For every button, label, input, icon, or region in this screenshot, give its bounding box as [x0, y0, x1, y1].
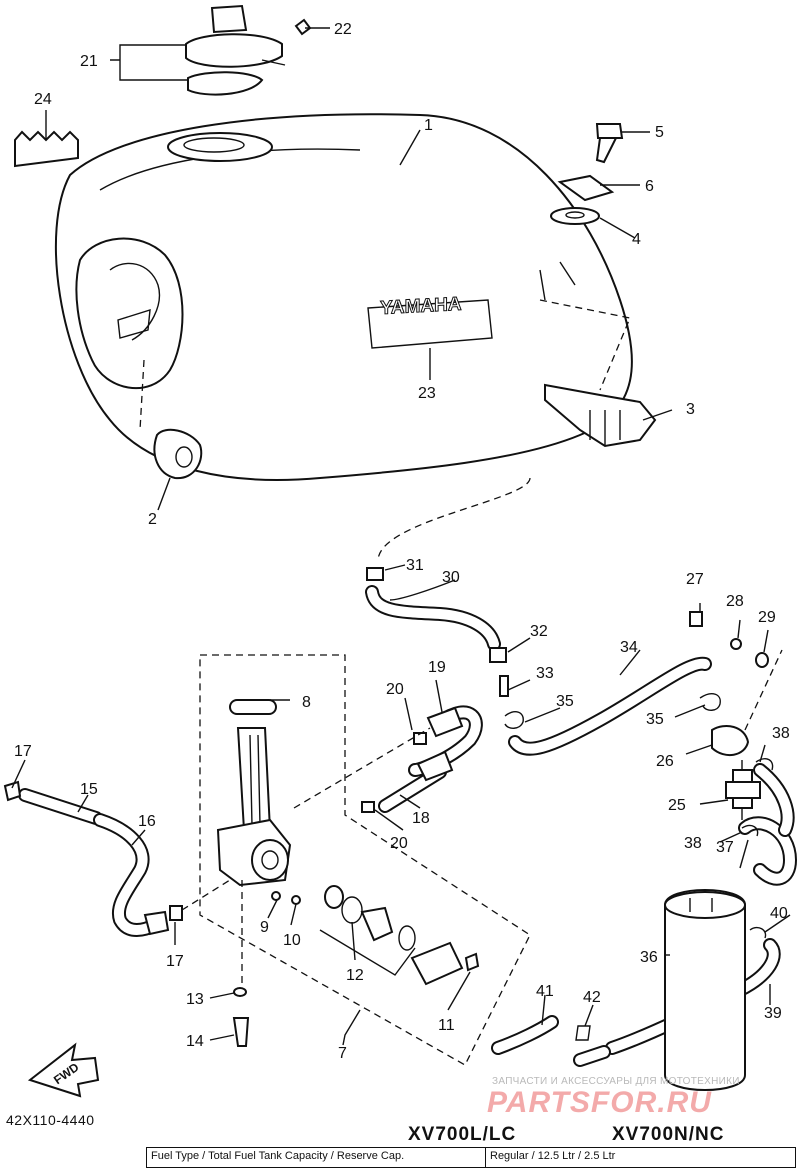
small-hardware: [3, 567, 774, 1041]
watermark-logo: PARTSFOR.RU: [487, 1086, 712, 1119]
callout-28: 28: [726, 593, 744, 610]
callout-25: 25: [668, 797, 686, 814]
callout-5: 5: [655, 124, 664, 141]
callout-24: 24: [34, 91, 52, 108]
callout-15: 15: [80, 781, 98, 798]
callout-35-left: 35: [556, 693, 574, 710]
callout-39: 39: [764, 1005, 782, 1022]
callout-7: 7: [338, 1045, 347, 1062]
catalog-code: 42X110-4440: [6, 1112, 95, 1128]
hose-38-loop: [753, 763, 795, 837]
damper-4: [550, 207, 600, 225]
rollover-valve: [725, 760, 761, 820]
fuel-tank: YAMAHA: [54, 113, 633, 481]
callout-37: 37: [716, 839, 734, 856]
hose-37: [738, 816, 797, 886]
fwd-arrow: FWD: [27, 1042, 100, 1098]
leader-lines: [11, 27, 791, 1046]
callout-23: 23: [418, 385, 436, 402]
callout-34: 34: [620, 639, 638, 656]
callout-1: 1: [424, 117, 433, 134]
callout-3: 3: [686, 401, 695, 418]
fuel-cock-assembly: [199, 654, 531, 1066]
callout-11: 11: [438, 1017, 455, 1034]
callout-38-upper: 38: [772, 725, 790, 742]
tank-bracket-3: [544, 383, 657, 448]
bolt-5: [595, 123, 624, 164]
callout-14: 14: [186, 1033, 204, 1050]
callout-2: 2: [148, 511, 157, 528]
callout-18: 18: [412, 810, 430, 827]
short-pipe: [573, 1045, 611, 1067]
callout-21: 21: [80, 53, 98, 70]
charcoal-canister: [664, 889, 746, 1091]
callout-8: 8: [302, 694, 311, 711]
callout-36: 36: [640, 949, 658, 966]
fuel-hose-16: [93, 813, 162, 937]
cap-screw: [294, 18, 312, 36]
callout-40: 40: [770, 905, 788, 922]
hose-41: [491, 1015, 559, 1055]
collar-6: [557, 174, 615, 202]
callout-31: 31: [406, 557, 424, 574]
callout-20-lower: 20: [390, 835, 408, 852]
spec-left-cell: Fuel Type / Total Fuel Tank Capacity / R…: [147, 1148, 486, 1167]
callout-16: 16: [138, 813, 156, 830]
callout-12: 12: [346, 967, 364, 984]
callout-38-lower: 38: [684, 835, 702, 852]
fuel-hose-15: [18, 788, 103, 825]
cover-strip: [14, 130, 79, 168]
callout-19: 19: [428, 659, 446, 676]
callout-6: 6: [645, 178, 654, 195]
callout-17-lower: 17: [166, 953, 184, 970]
watermark-caption: ЗАПЧАСТИ И АКСЕССУАРЫ ДЛЯ МОТОТЕХНИКИ: [492, 1076, 740, 1087]
callout-30: 30: [442, 569, 460, 586]
breather-hose-30: [365, 585, 501, 651]
callout-41: 41: [536, 983, 554, 1000]
callout-numbers: 1 2 3 4 5 6 7 8 9 10 11 12 13 14 15 16 1…: [14, 21, 790, 1062]
fuel-cap-assembly: [185, 4, 286, 96]
hose-34: [508, 656, 712, 756]
callout-13: 13: [186, 991, 204, 1008]
callout-35-right: 35: [646, 711, 664, 728]
callout-4: 4: [632, 231, 641, 248]
callout-20-upper: 20: [386, 681, 404, 698]
model-label-left: XV700L/LC: [408, 1124, 517, 1145]
tank-emblem: YAMAHA: [380, 294, 462, 319]
model-label-right: XV700N/NC: [612, 1124, 725, 1145]
callout-22: 22: [334, 21, 352, 38]
callout-42: 42: [583, 989, 601, 1006]
callout-10: 10: [283, 932, 301, 949]
callout-32: 32: [530, 623, 548, 640]
callout-29: 29: [758, 609, 776, 626]
spec-right-cell: Regular / 12.5 Ltr / 2.5 Ltr: [490, 1150, 616, 1162]
callout-26: 26: [656, 753, 674, 770]
callout-33: 33: [536, 665, 554, 682]
callout-9: 9: [260, 919, 269, 936]
callout-17-left: 17: [14, 743, 32, 760]
spec-table: Fuel Type / Total Fuel Tank Capacity / R…: [146, 1147, 796, 1168]
valve-bracket: [711, 725, 750, 757]
callout-27: 27: [686, 571, 704, 588]
tank-damper-2: [153, 428, 203, 480]
